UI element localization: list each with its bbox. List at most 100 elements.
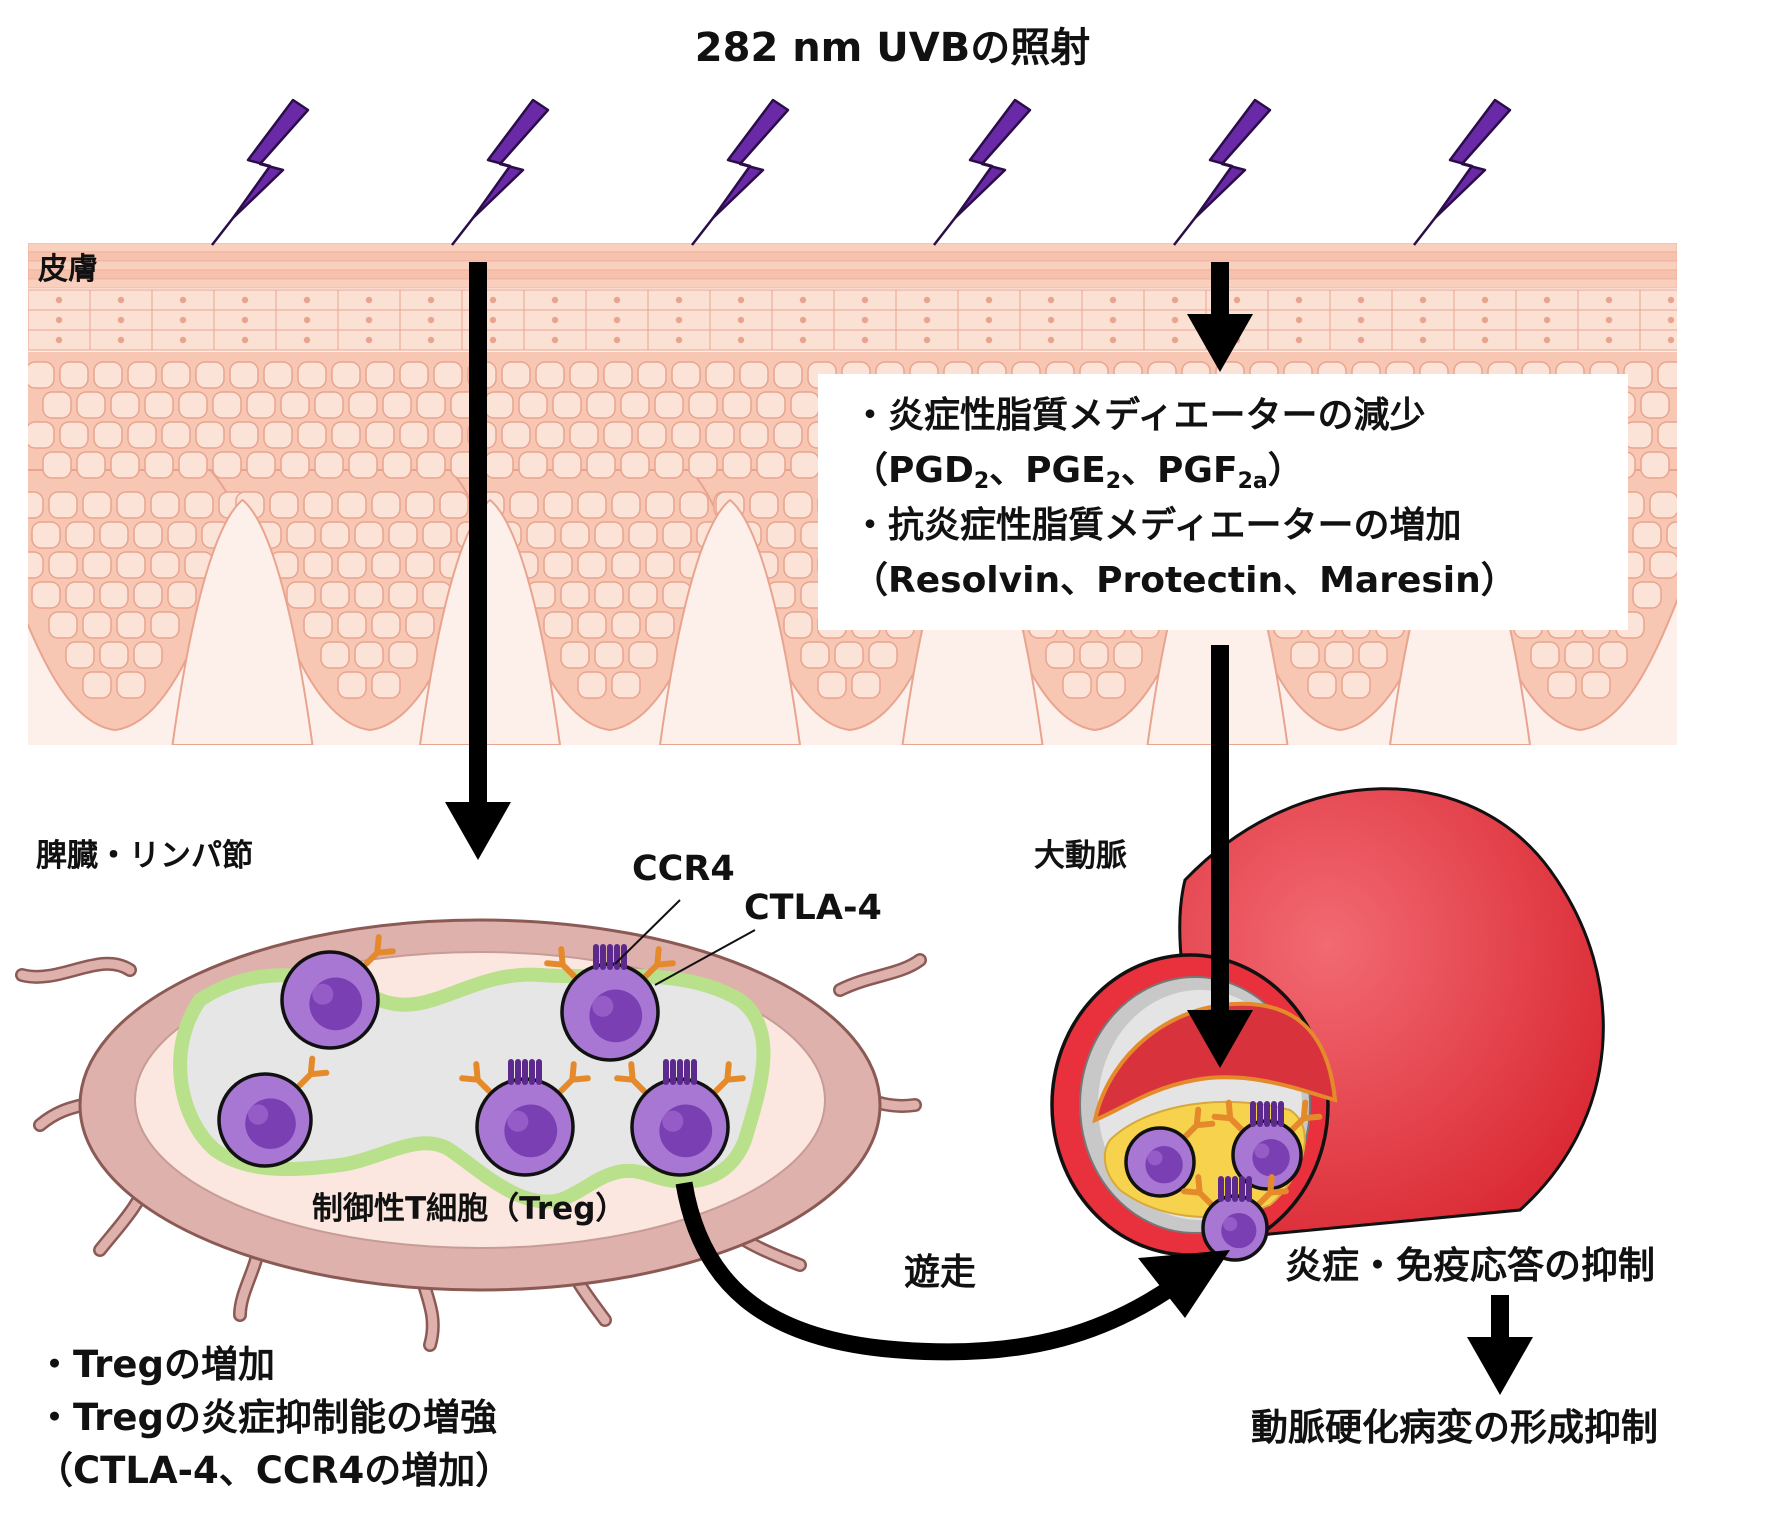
ccr4-helix	[536, 1059, 542, 1085]
keratinocyte	[773, 361, 803, 389]
skin-nucleus	[117, 316, 125, 324]
keratinocyte	[303, 491, 333, 519]
keratinocyte	[371, 551, 401, 579]
lightning-bolt-icon	[471, 98, 550, 220]
keratinocyte	[0, 522, 26, 548]
keratinocyte	[1623, 421, 1653, 449]
ctla4-receptor-shape	[296, 1055, 330, 1089]
keratinocyte	[1062, 671, 1092, 699]
skin-nucleus	[427, 316, 435, 324]
ctla4-receptor-icon	[544, 946, 577, 979]
keratinocyte	[212, 391, 242, 419]
spleen-lymph-node	[15, 899, 927, 1352]
keratinocyte	[246, 391, 276, 419]
skin-nucleus	[1233, 296, 1241, 304]
skin-nucleus	[427, 336, 435, 344]
aorta-label: 大動脈	[1034, 838, 1127, 874]
keratinocyte	[365, 421, 395, 449]
ctla4-receptor-shape	[614, 1061, 647, 1094]
separator: 、	[989, 450, 1026, 491]
keratinocyte	[303, 611, 333, 639]
keratinocyte	[82, 551, 112, 579]
keratinocyte	[303, 551, 333, 579]
skin-nucleus	[1357, 296, 1365, 304]
keratinocyte	[337, 611, 367, 639]
keratinocyte	[422, 521, 452, 549]
ctla4-receptor-shape	[363, 934, 396, 967]
skin-nucleus	[1047, 316, 1055, 324]
treg-nucleolus	[507, 1110, 529, 1132]
lightning-tail	[933, 217, 956, 246]
skin-nucleus	[1543, 316, 1551, 324]
skin-nucleus	[365, 296, 373, 304]
skin-nucleus	[1171, 336, 1179, 344]
keratinocyte	[851, 671, 881, 699]
keratinocyte	[526, 521, 556, 549]
keratinocyte	[354, 641, 384, 669]
keratinocyte	[501, 421, 531, 449]
skin-nucleus	[1357, 336, 1365, 344]
treg-cell	[459, 1059, 591, 1177]
lightning-bolt-icon	[231, 98, 310, 220]
skin-nucleus	[551, 336, 559, 344]
skin-nucleus	[1109, 296, 1117, 304]
keratinocyte	[399, 421, 429, 449]
skin-nucleus	[1605, 336, 1613, 344]
treg-cell	[217, 1055, 330, 1168]
keratinocyte	[133, 521, 163, 549]
ccr4-helix	[515, 1059, 521, 1085]
skin-nucleus	[1605, 316, 1613, 324]
skin-to-spleen-arrow-shaft	[469, 262, 487, 805]
ccr4-helix	[1218, 1176, 1224, 1202]
ctla4-receptor-icon	[459, 1061, 492, 1094]
ccr4-helix	[614, 944, 620, 970]
skin-nucleus	[737, 296, 745, 304]
lymph-vessel-inner	[17, 959, 135, 982]
keratinocyte	[433, 361, 463, 389]
keratinocyte	[817, 671, 847, 699]
keratinocyte	[93, 421, 123, 449]
keratinocyte	[48, 491, 78, 519]
keratinocyte	[611, 491, 641, 519]
keratinocyte	[1358, 641, 1388, 669]
keratinocyte	[645, 611, 675, 639]
skin-nucleus	[303, 316, 311, 324]
keratinocyte	[552, 451, 582, 479]
keratinocyte	[246, 451, 276, 479]
paren-open: （	[852, 450, 889, 491]
keratinocyte	[1324, 641, 1354, 669]
ctla4-receptor-shape	[643, 946, 676, 979]
keratinocyte	[286, 521, 316, 549]
lipid-line-resolvins: （Resolvin、Protectin、Maresin）	[852, 560, 1517, 601]
keratinocyte	[560, 641, 590, 669]
ccr4-helix	[1246, 1176, 1252, 1202]
skin-nucleus	[675, 296, 683, 304]
keratinocyte	[127, 421, 157, 449]
keratinocyte	[577, 611, 607, 639]
dermal-papilla	[418, 498, 562, 745]
lightning-bolt-icon	[1433, 98, 1512, 220]
keratinocyte	[144, 451, 174, 479]
keratinocyte	[59, 421, 89, 449]
keratinocyte	[93, 361, 123, 389]
ccr4-helix	[508, 1059, 514, 1085]
keratinocyte	[110, 451, 140, 479]
keratinocyte	[48, 611, 78, 639]
stratum-corneum-layer	[28, 243, 1677, 253]
keratinocyte	[348, 451, 378, 479]
keratinocyte	[388, 521, 418, 549]
pge-text: PGE	[1025, 450, 1106, 491]
ctla4-receptor-shape	[1182, 1106, 1216, 1140]
keratinocyte	[82, 671, 112, 699]
keratinocyte	[662, 521, 692, 549]
treg-cell	[614, 1059, 746, 1177]
keratinocyte	[82, 491, 112, 519]
lipid-mediator-box: ・炎症性脂質メディエーターの減少 （PGD2、PGE2、PGF2a） ・抗炎症性…	[818, 374, 1628, 630]
skin-nucleus	[923, 316, 931, 324]
skin-nucleus	[1481, 336, 1489, 344]
treg-cell	[280, 934, 396, 1050]
keratinocyte	[161, 421, 191, 449]
keratinocyte	[405, 551, 435, 579]
skin-nucleus	[675, 336, 683, 344]
keratinocyte	[1657, 361, 1677, 389]
